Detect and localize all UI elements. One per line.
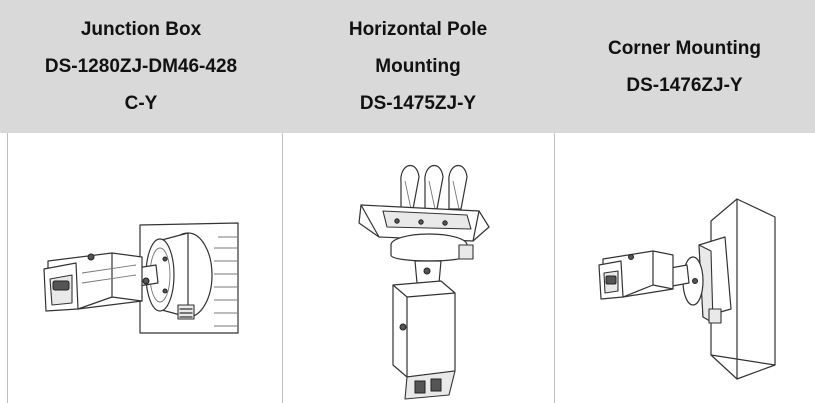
table-border-left xyxy=(7,133,8,403)
header-cell-horizontal-pole: Horizontal Pole Mounting DS-1475ZJ-Y xyxy=(282,0,554,133)
image-cell-junction-box xyxy=(8,133,282,403)
header-text: DS-1476ZJ-Y xyxy=(626,74,743,96)
header-text: Mounting xyxy=(375,56,461,77)
table-header-row xyxy=(0,0,815,133)
column-divider xyxy=(554,133,555,403)
header-cell-junction-box: Junction Box DS-1280ZJ-DM46-428 C-Y xyxy=(0,0,282,133)
header-text: Junction Box xyxy=(80,19,202,40)
header-text: DS-1475ZJ-Y xyxy=(359,93,477,114)
header-text: Corner Mounting xyxy=(607,37,762,59)
camera-horizontal-pole-mount-illustration xyxy=(358,165,490,400)
image-cell-corner-mounting xyxy=(555,133,815,403)
header-text: C-Y xyxy=(124,93,158,114)
camera-junction-box-illustration xyxy=(43,222,239,334)
header-text: Horizontal Pole xyxy=(348,19,488,40)
header-cell-corner-mounting: Corner Mounting DS-1476ZJ-Y xyxy=(554,0,815,133)
image-cell-horizontal-pole xyxy=(283,133,554,403)
header-text: DS-1280ZJ-DM46-428 xyxy=(44,56,238,77)
camera-corner-mount-illustration xyxy=(598,198,776,380)
column-divider xyxy=(282,133,283,403)
